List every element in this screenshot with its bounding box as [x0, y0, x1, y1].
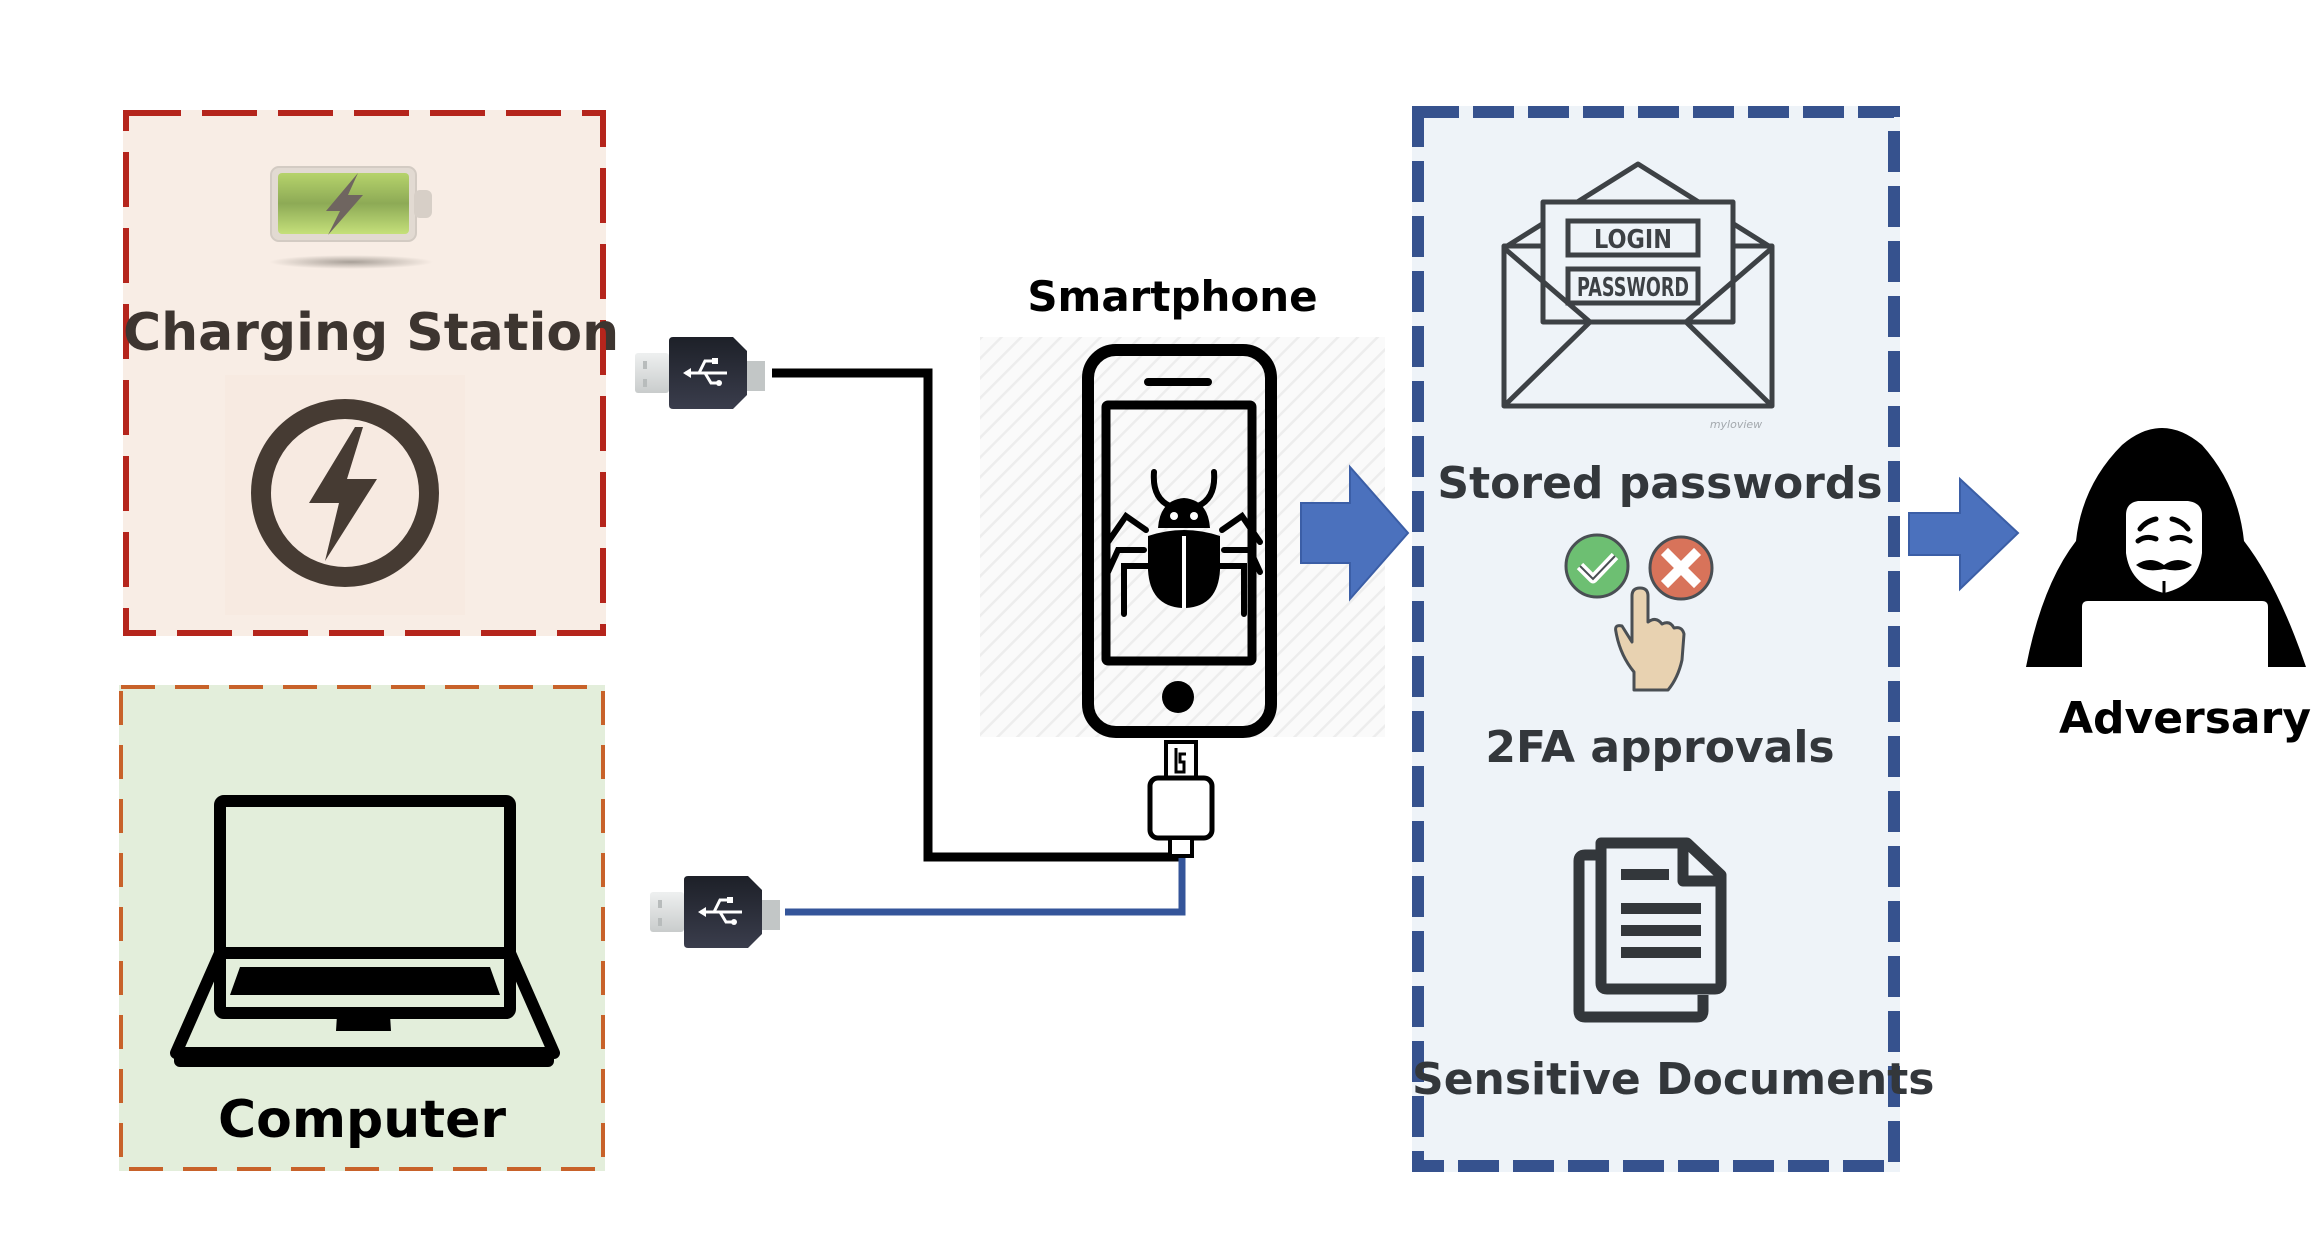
- bug-icon: [1105, 469, 1263, 617]
- battery-charging-icon: [269, 166, 433, 269]
- sensitive-documents-label: Sensitive Documents: [1412, 1054, 1935, 1105]
- laptop-icon: [170, 795, 560, 1067]
- 2fa-approvals-label: 2FA approvals: [1485, 722, 1835, 773]
- password-field-label: PASSWORD: [1577, 273, 1689, 303]
- arrow-right-icon: [1908, 476, 2020, 592]
- computer-label: Computer: [217, 1090, 507, 1150]
- watermark: myloview: [1710, 418, 1762, 431]
- computer-border: [119, 685, 605, 1171]
- arrow-right-icon: [1300, 464, 1410, 602]
- hooded-hacker-icon: [2026, 428, 2306, 667]
- charging-station-border: [123, 110, 606, 636]
- usb-a-icon: [650, 876, 780, 948]
- charging-station-label: Charging Station: [123, 303, 620, 363]
- documents-icon: [1573, 837, 1727, 1023]
- cable-top-line: [772, 368, 1182, 862]
- login-envelope-icon: LOGIN PASSWORD myloview: [1501, 161, 1775, 431]
- cable-bottom: [785, 855, 1186, 916]
- computer-box: [119, 685, 605, 1171]
- approve-deny-icon: [1564, 533, 1714, 692]
- usb-a-icon: [635, 337, 765, 409]
- login-field-label: LOGIN: [1594, 225, 1672, 255]
- micro-usb-plug-icon: [1147, 740, 1215, 858]
- adversary-label: Adversary: [2058, 693, 2312, 744]
- power-bolt-icon: [225, 375, 465, 615]
- cable-top: [772, 368, 1182, 862]
- exfiltrated-data-border: [1412, 106, 1900, 1172]
- stored-passwords-label: Stored passwords: [1437, 458, 1883, 509]
- cable-bottom-line: [785, 855, 1186, 916]
- smartphone-label: Smartphone: [1027, 272, 1318, 321]
